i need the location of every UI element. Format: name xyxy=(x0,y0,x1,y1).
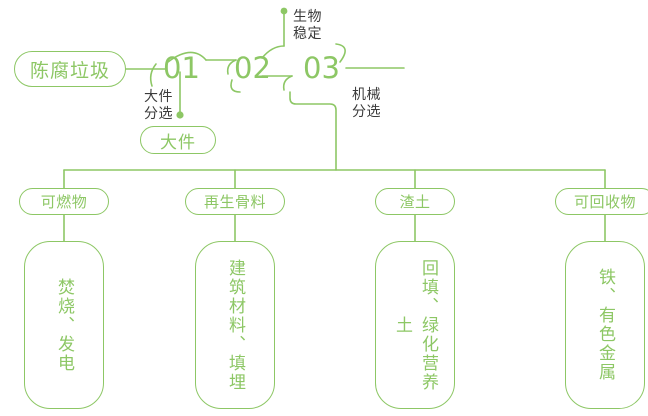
stage-number-03[interactable]: 03 xyxy=(303,51,340,85)
outcome-text-slag-soil: 回填、绿化营养土 xyxy=(393,258,438,392)
outcome-box-recyclables[interactable]: 铁、有色金属 xyxy=(565,241,645,409)
arc-stage3-topleft xyxy=(282,75,293,91)
dot-stage2-caption xyxy=(280,7,288,15)
outcome-text-combustibles: 焚烧、发电 xyxy=(55,277,74,373)
outcome-text-recyclables: 铁、有色金属 xyxy=(596,268,615,382)
caption-stage-02-biological-stabilization: 生物 稳定 xyxy=(293,8,322,41)
arc-stage3-topright xyxy=(335,43,346,63)
outcome-box-slag-soil[interactable]: 回填、绿化营养土 xyxy=(375,241,455,409)
node-category-combustibles[interactable]: 可燃物 xyxy=(19,188,109,215)
caption-stage-03-mechanical-sorting: 机械 分选 xyxy=(352,86,381,119)
outcome-box-combustibles[interactable]: 焚烧、发电 xyxy=(24,241,104,409)
node-category-recyclables[interactable]: 可回收物 xyxy=(555,188,648,215)
node-category-recycled-aggregate[interactable]: 再生骨料 xyxy=(185,188,285,215)
stage-number-02[interactable]: 02 xyxy=(234,51,271,85)
node-bulky-output[interactable]: 大件 xyxy=(140,126,216,154)
caption-stage-01-bulky-sorting: 大件 分选 xyxy=(144,88,173,121)
node-category-slag-soil[interactable]: 渣土 xyxy=(375,188,455,215)
outcome-text-recycled-aggregate: 建筑材料、填埋 xyxy=(226,258,245,392)
arc-stage1-top xyxy=(167,51,207,63)
wire-stage3-trunk xyxy=(289,91,337,171)
arc-stage1-left xyxy=(149,63,157,87)
arc-stage2-topright xyxy=(261,45,285,59)
arc-stage2-bottomleft xyxy=(230,79,241,93)
outcome-box-recycled-aggregate[interactable]: 建筑材料、填埋 xyxy=(195,241,275,409)
arc-stage2-topleft xyxy=(226,59,237,75)
dot-bulky-output xyxy=(176,111,184,119)
node-root-stale-waste[interactable]: 陈腐垃圾 xyxy=(14,51,126,87)
stage-number-01[interactable]: 01 xyxy=(163,51,200,85)
